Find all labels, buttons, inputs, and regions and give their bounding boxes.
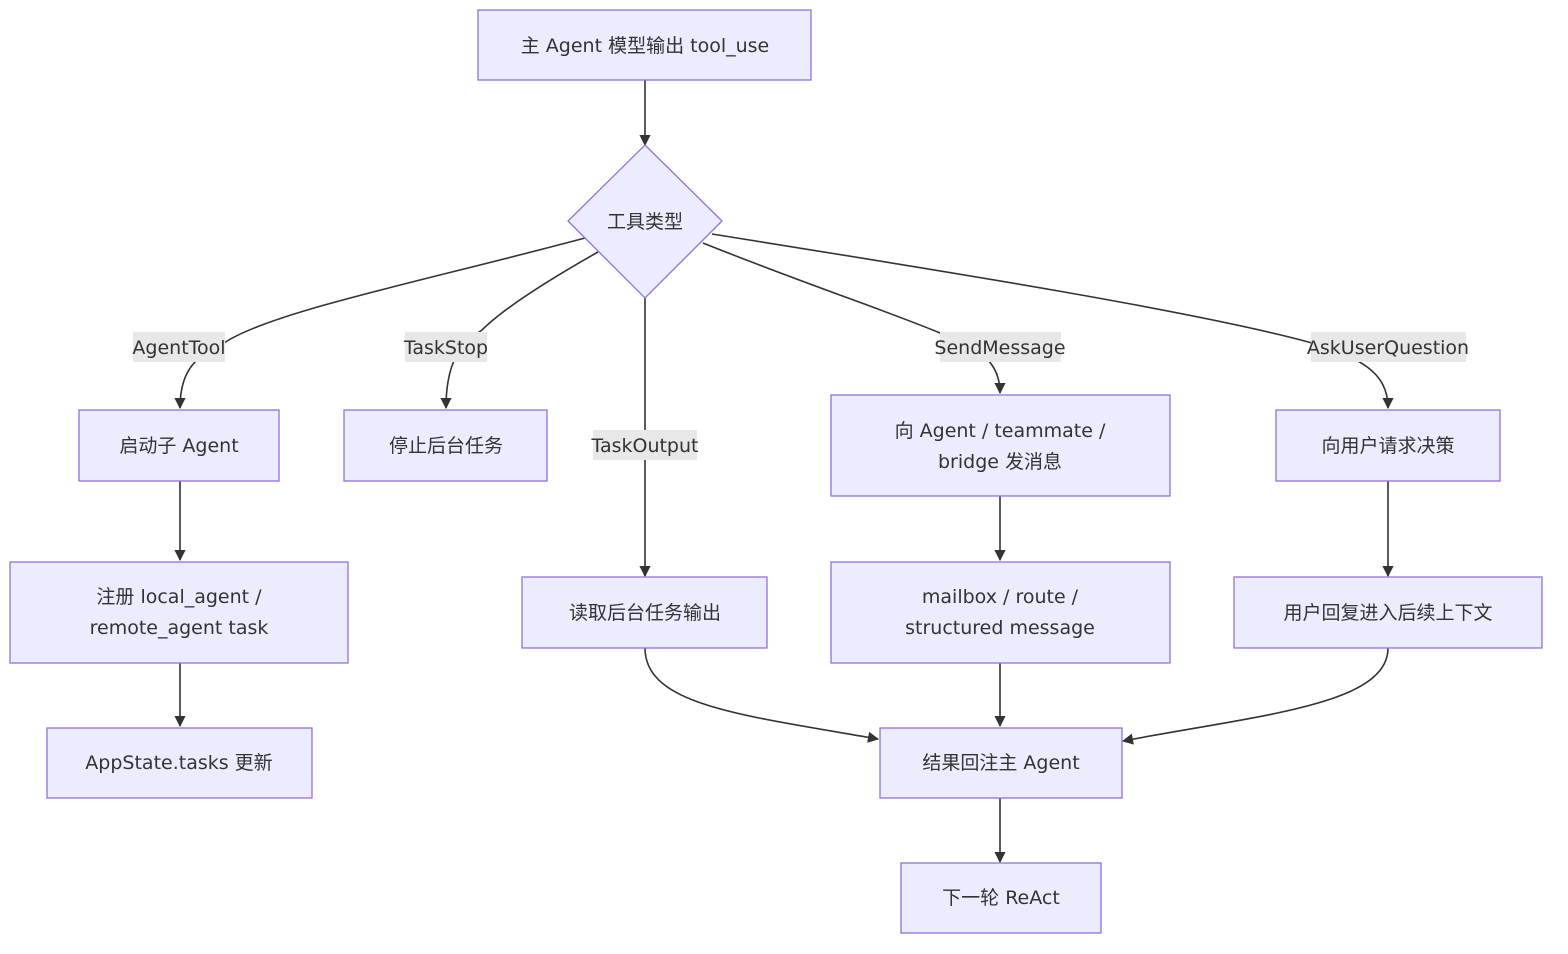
node-tool-type-text: 工具类型 (607, 211, 683, 233)
edge-reply-to-result (1121, 647, 1389, 745)
node-read-output-text: 读取后台任务输出 (569, 602, 721, 624)
node-register-task-line1: 注册 local_agent / (96, 586, 262, 608)
edge-label-taskoutput-text: TaskOutput (590, 435, 698, 457)
edge-label-agenttool: AgentTool (132, 332, 226, 362)
edge-label-askuserquestion-text: AskUserQuestion (1307, 337, 1469, 359)
nodes: 主 Agent 模型输出 tool_use 工具类型 启动子 Agent 停止后… (9, 9, 1543, 934)
node-appstate-update: AppState.tasks 更新 (46, 727, 313, 799)
node-user-reply-text: 用户回复进入后续上下文 (1283, 602, 1492, 624)
edge-label-sendmessage: SendMessage (934, 332, 1066, 362)
node-user-reply: 用户回复进入后续上下文 (1233, 576, 1543, 649)
node-next-react: 下一轮 ReAct (900, 862, 1102, 934)
node-mailbox-line1: mailbox / route / (922, 586, 1079, 608)
node-ask-user-text: 向用户请求决策 (1321, 435, 1454, 457)
edge-label-taskoutput: TaskOutput (590, 430, 699, 460)
edge-type-to-taskstop (440, 251, 599, 410)
node-result-back-text: 结果回注主 Agent (922, 752, 1079, 774)
node-ask-user: 向用户请求决策 (1275, 409, 1501, 482)
node-mailbox: mailbox / route / structured message (830, 561, 1171, 664)
edge-labels: AgentTool TaskStop TaskOutput SendMessag… (132, 332, 1469, 460)
node-appstate-update-text: AppState.tasks 更新 (85, 752, 272, 774)
edge-label-taskstop-text: TaskStop (403, 337, 488, 359)
node-mailbox-line2: structured message (905, 617, 1095, 639)
edge-label-agenttool-text: AgentTool (132, 337, 225, 359)
node-next-react-text: 下一轮 ReAct (942, 887, 1060, 909)
edge-label-sendmessage-text: SendMessage (934, 337, 1065, 359)
node-register-task: 注册 local_agent / remote_agent task (9, 561, 349, 664)
edge-label-taskstop: TaskStop (403, 332, 488, 362)
edge-type-to-sendmessage (702, 242, 1006, 395)
node-register-task-line2: remote_agent task (90, 617, 269, 639)
node-send-message: 向 Agent / teammate / bridge 发消息 (830, 394, 1171, 497)
node-start-sub-agent: 启动子 Agent (78, 409, 280, 482)
edge-type-to-askuser (711, 233, 1394, 410)
node-read-output: 读取后台任务输出 (521, 576, 768, 649)
edge-type-to-agenttool (174, 237, 586, 410)
node-main-output-text: 主 Agent 模型输出 tool_use (521, 35, 769, 57)
node-send-message-line1: 向 Agent / teammate / (895, 420, 1106, 442)
edge-read-to-result (644, 647, 880, 743)
node-result-back: 结果回注主 Agent (879, 727, 1123, 799)
node-stop-task: 停止后台任务 (343, 409, 548, 482)
edge-label-askuserquestion: AskUserQuestion (1307, 332, 1469, 362)
node-stop-task-text: 停止后台任务 (389, 435, 503, 457)
edges (174, 80, 1394, 864)
node-send-message-line2: bridge 发消息 (938, 451, 1062, 473)
node-start-sub-agent-text: 启动子 Agent (119, 435, 238, 457)
node-tool-type: 工具类型 (567, 144, 723, 299)
node-main-output: 主 Agent 模型输出 tool_use (477, 9, 812, 81)
